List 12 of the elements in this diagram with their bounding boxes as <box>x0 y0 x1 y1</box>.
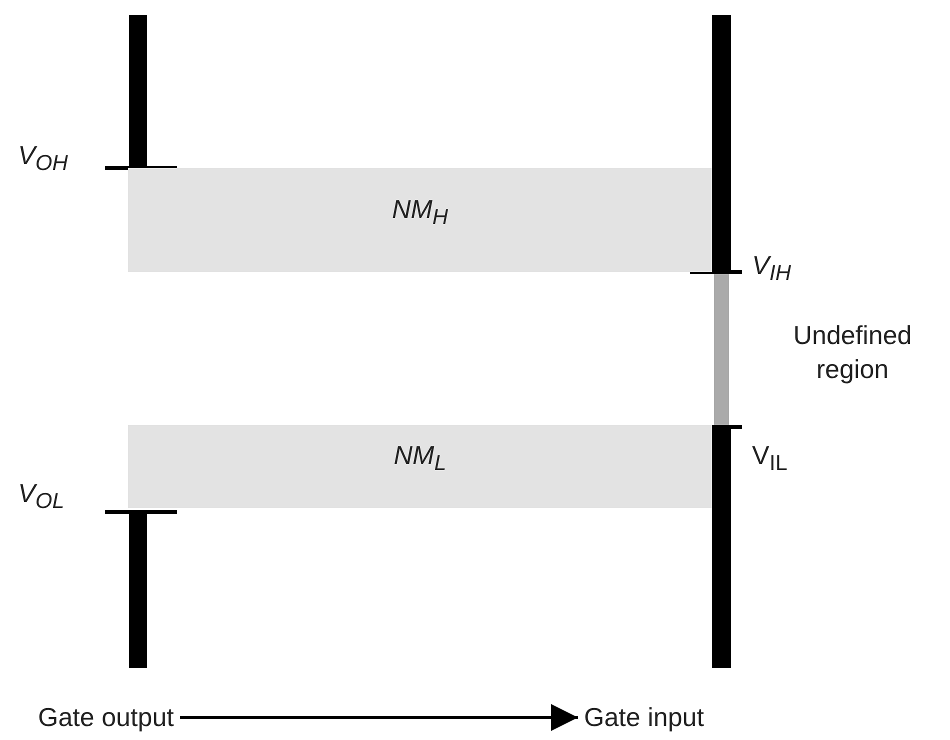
axis-label: Gate output <box>38 702 174 733</box>
noise-margin-band <box>128 425 712 508</box>
voltage-level-label: V$_{IH}$ <box>752 250 791 286</box>
arrow <box>180 704 578 731</box>
voltage-level-label: V$_{IL}$ <box>752 440 788 476</box>
voltage-level-label: V$_{OH}$ <box>18 140 68 176</box>
voltage-level-label: V$_{OL}$ <box>18 478 64 514</box>
noise-margin-band <box>128 168 712 272</box>
axis-label: Gate input <box>584 702 704 733</box>
margin-label: NM$_{H}$ <box>392 194 448 230</box>
region-label: Undefined region <box>792 319 913 386</box>
margin-label: NM$_{L}$ <box>394 440 446 477</box>
